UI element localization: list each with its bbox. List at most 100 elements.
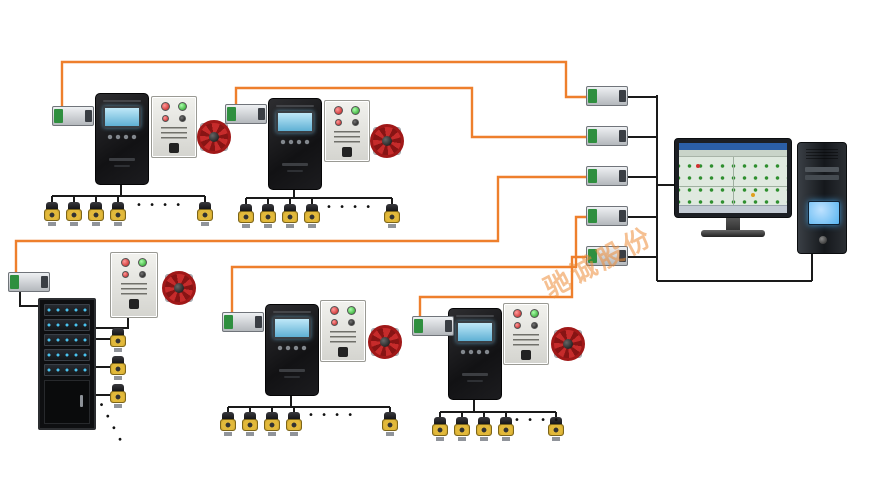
signal-converter [586,166,628,186]
gas-detector [282,204,298,230]
fan-blades-icon [368,325,402,359]
fan-blades-icon [551,327,585,361]
cabinet-module [44,319,90,331]
fan-blades-icon [162,271,196,305]
gas-detector [238,204,254,230]
fan-hub [382,136,392,146]
gas-detector [304,204,320,230]
gas-detector [432,417,448,443]
gas-detector [264,412,280,438]
monitoring-host-monitor [674,138,792,237]
controller-trim [456,315,494,317]
switch [169,143,179,153]
panel-divider [733,157,734,206]
gas-detector [382,412,398,438]
signal-converter [586,246,628,266]
green-lamp-icon [351,106,360,115]
gas-detector [286,412,302,438]
tower-vents [806,149,838,161]
cabinet-door [44,380,90,424]
gas-detector [44,202,60,228]
power-control-box [110,252,158,318]
alarm-control-cabinet [38,298,96,430]
green-lamp-icon [530,309,539,318]
indicator-lamps [156,115,192,122]
detector-bus-group-a [51,185,206,202]
label-text-lines [161,127,187,139]
red-lamp-icon [334,106,343,115]
red-lamp-icon [330,306,339,315]
indicator-lamps [508,322,544,329]
exhaust-fan [551,327,585,361]
gas-alarm-controller [448,308,502,400]
exhaust-fan [368,325,402,359]
monitor-bezel [674,138,792,218]
controller-buttons [280,139,310,145]
gas-detector [242,412,258,438]
fan-hub [563,339,573,349]
gas-alarm-controller [265,304,319,396]
power-control-box [320,300,366,362]
controller-label-line [109,158,135,161]
signal-converter [412,316,454,336]
label-text-lines [513,334,539,346]
cabinet-module [44,364,90,376]
controller-label-line [462,373,488,376]
monitor-stand-base [701,230,765,237]
gas-detector [66,202,82,228]
gas-alarm-controller [268,98,322,190]
dark-lamp-icon [531,322,538,329]
red-lamp-icon [513,309,522,318]
gas-detector [476,417,492,443]
switch [338,347,348,357]
detector-bus-group-d [439,400,557,417]
controller-label-line [283,376,301,378]
cabinet-wiring [19,292,129,396]
controller-lcd-screen [456,321,494,343]
ellipsis-more-detectors: • • • • [514,415,562,426]
monitor-screen [679,143,787,213]
controller-label-line [286,170,304,172]
signal-converter [586,126,628,146]
controller-label-line [279,369,305,372]
green-lamp-icon [178,102,187,111]
bus-wire-group-d [418,255,586,318]
gas-detector [454,417,470,443]
gas-detector [88,202,104,228]
gas-detector [384,204,400,230]
software-toolbar [679,150,787,157]
bus-wire-cabinet [14,175,586,274]
controller-trim [276,105,314,107]
dark-lamp-icon [139,271,146,278]
gas-detector [110,328,126,354]
red-lamp-icon [514,322,521,329]
trunk-wire-to-host [628,95,813,282]
monitoring-host-tower [797,142,847,254]
controller-buttons [107,134,137,140]
indicator-lamps [325,306,361,315]
ellipsis-more-detectors: • • • • [136,200,184,211]
gas-detector [197,202,213,228]
red-lamp-icon [161,102,170,111]
fan-hub [209,132,219,142]
controller-label-line [282,163,308,166]
gas-detector [220,412,236,438]
indicator-lamps [325,319,361,326]
controller-lcd-screen [273,317,311,339]
switch [129,299,139,309]
cabinet-module [44,304,90,316]
software-statusbar [679,205,787,213]
red-lamp-icon [331,319,338,326]
green-lamp-icon [347,306,356,315]
panel-divider [679,186,787,187]
bus-wire-group-c [230,215,586,314]
exhaust-fan [197,120,231,154]
indicator-lamps [329,119,365,126]
signal-converter [8,272,50,292]
indicator-lamps [329,106,365,115]
tower-drive-bay [805,167,839,172]
exhaust-fan [162,271,196,305]
gas-detector [260,204,276,230]
switch [342,147,352,157]
